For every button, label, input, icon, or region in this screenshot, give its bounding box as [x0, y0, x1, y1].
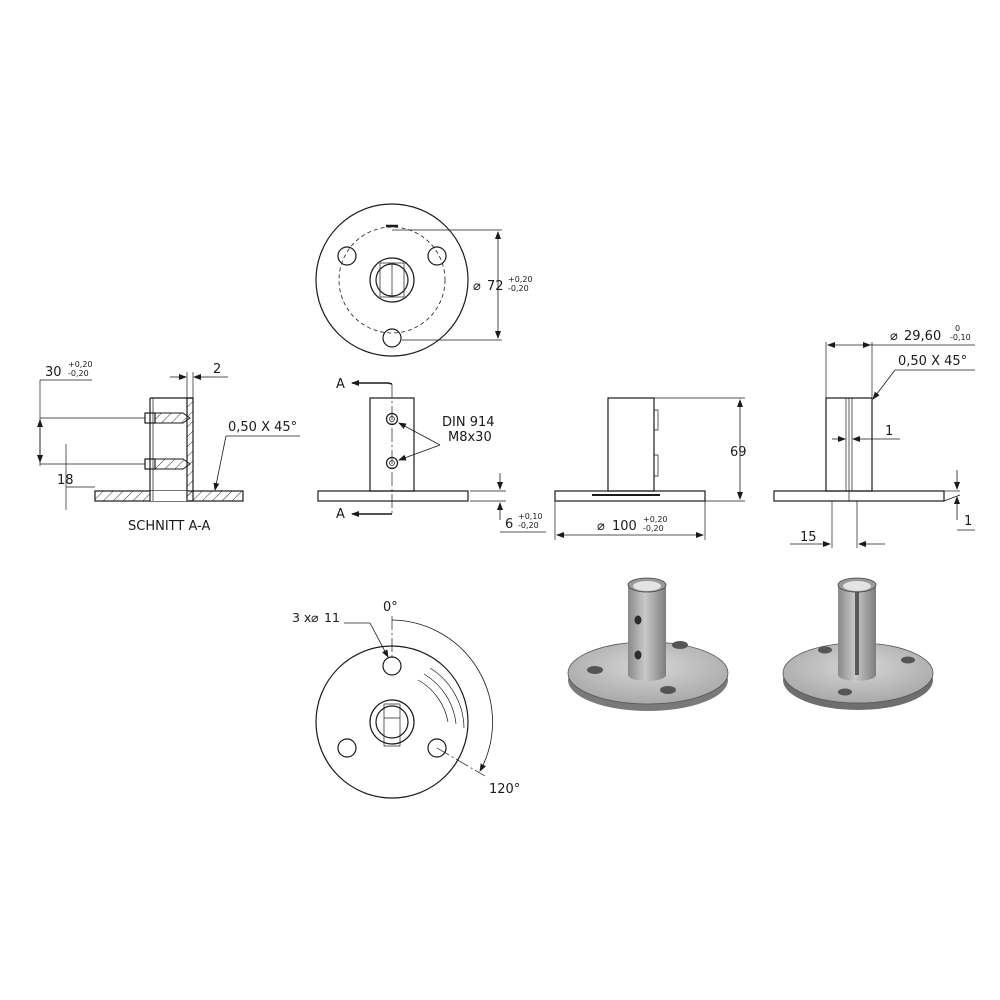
right-view: ⌀ 29,60 0 -0,10 0,50 X 45° 1 1 15: [773, 324, 975, 548]
svg-text:1: 1: [964, 514, 972, 529]
svg-text:2: 2: [213, 362, 221, 377]
plate-side: [317, 490, 469, 502]
svg-text:0°: 0°: [383, 600, 398, 615]
top-view: ⌀ 72 +0,20 -0,20: [315, 203, 533, 357]
side-view: A A DIN 914 M8x30 6 +0,10 -0,20: [317, 377, 546, 533]
svg-text:15: 15: [800, 530, 817, 545]
svg-text:+0,10: +0,10: [518, 512, 543, 521]
bolt-hole: [382, 328, 402, 348]
bolt-hole: [427, 246, 447, 266]
bolt-hole: [337, 246, 357, 266]
svg-text:-0,20: -0,20: [518, 521, 539, 530]
bolt-hole: [382, 656, 402, 676]
svg-text:DIN 914: DIN 914: [442, 415, 495, 430]
svg-text:120°: 120°: [489, 782, 520, 797]
section-view: 30 +0,20 -0,20 18 2 0,50 X 45° SCHNITT A…: [37, 360, 300, 534]
svg-text:0,50 X 45°: 0,50 X 45°: [228, 420, 297, 435]
svg-text:29,60: 29,60: [904, 329, 941, 344]
flange-outline: [315, 203, 469, 357]
svg-text:+0,20: +0,20: [508, 275, 533, 284]
svg-text:-0,10: -0,10: [950, 333, 971, 342]
front-view: 69 ⌀ 100 +0,20 -0,20: [554, 397, 747, 540]
tube-wall: [186, 397, 194, 502]
svg-text:30: 30: [45, 365, 62, 380]
svg-text:M8x30: M8x30: [448, 430, 492, 445]
svg-text:+0,20: +0,20: [643, 515, 668, 524]
bottom-view: 0° 120° 3 x ⌀ 11: [292, 600, 520, 799]
svg-text:A: A: [336, 377, 345, 392]
svg-text:-0,20: -0,20: [508, 284, 529, 293]
svg-text:1: 1: [885, 424, 893, 439]
svg-text:6: 6: [505, 517, 513, 532]
svg-text:11: 11: [324, 610, 340, 625]
svg-text:0,50 X 45°: 0,50 X 45°: [898, 354, 967, 369]
svg-text:3 x: 3 x: [292, 610, 311, 625]
height-dimension: 69: [730, 445, 747, 460]
render-isometric-front: [567, 577, 729, 711]
svg-text:⌀: ⌀: [890, 329, 898, 344]
bolt-hole: [337, 738, 357, 758]
svg-text:⌀: ⌀: [311, 610, 319, 625]
section-caption: SCHNITT A-A: [128, 519, 210, 534]
bolt-hole: [427, 738, 447, 758]
svg-text:A: A: [336, 507, 345, 522]
tube-outer: [369, 257, 415, 303]
set-screw: [144, 458, 191, 470]
svg-text:⌀: ⌀: [597, 519, 605, 534]
svg-text:18: 18: [57, 473, 74, 488]
svg-text:100: 100: [612, 519, 637, 534]
set-screw: [144, 412, 191, 424]
render-isometric-back: [782, 577, 934, 710]
svg-text:+0,20: +0,20: [68, 360, 93, 369]
diameter-symbol: ⌀: [473, 279, 481, 294]
svg-text:-0,20: -0,20: [68, 369, 89, 378]
bolt-circle: [338, 226, 446, 334]
top-diameter-value: 72: [487, 279, 504, 294]
svg-text:-0,20: -0,20: [643, 524, 664, 533]
svg-text:0: 0: [955, 324, 960, 333]
